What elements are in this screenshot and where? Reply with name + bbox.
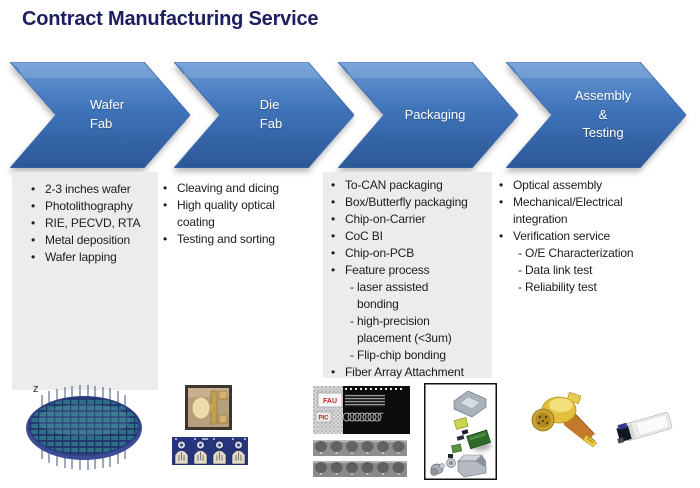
list-item: High quality optical coating — [160, 197, 300, 231]
list-subitem: - Flip-chip bonding — [350, 348, 446, 362]
list-item: Feature process — [328, 262, 490, 279]
page-title: Contract Manufacturing Service — [22, 8, 319, 30]
stage-list-die-fab: Cleaving and dicing High quality optical… — [160, 180, 300, 248]
list-item: Optical assembly — [496, 177, 676, 194]
die-microscope-image — [185, 385, 232, 430]
laser-diode-bar-image — [172, 437, 248, 465]
list-subitem: - Data link test — [518, 263, 593, 277]
chevron-arrow-icon — [506, 62, 686, 168]
chevron-arrow-icon — [338, 62, 518, 168]
list-item: Verification service — [496, 228, 676, 245]
list-subitem: - laser assisted bonding — [350, 280, 429, 311]
list-subitem: - Reliability test — [518, 280, 597, 294]
list-item: To-CAN packaging — [328, 177, 490, 194]
list-subitem: - O/E Characterization — [518, 246, 634, 260]
list-item: Cleaving and dicing — [160, 180, 300, 197]
stage-list-wafer-fab: 2-3 inches wafer Photolithography RIE, P… — [28, 181, 156, 266]
list-item: Chip-on-Carrier — [328, 211, 490, 228]
list-item: Wafer lapping — [28, 249, 156, 266]
stage-label: Die Fab — [259, 97, 283, 131]
list-item: Fiber Array Attachment — [328, 364, 490, 381]
fau-label: FAU — [323, 398, 337, 405]
list-item: Box/Butterfly packaging — [328, 194, 490, 211]
lens-array-strip-image — [313, 461, 407, 477]
list-item: Metal deposition — [28, 232, 156, 249]
list-item: Testing and sorting — [160, 231, 300, 248]
stage-list-packaging: To-CAN packaging Box/Butterfly packaging… — [328, 177, 490, 381]
fau-pic-micrograph-image: FAU PIC — [313, 386, 410, 434]
stage-list-assembly-testing: Optical assembly Mechanical/Electrical i… — [496, 177, 676, 296]
list-item: Photolithography — [28, 198, 156, 215]
stage-label: Assembly & Testing — [574, 87, 632, 141]
stage-chevron-assembly-testing: Assembly & Testing — [506, 62, 686, 168]
wafer-axis-label: z — [33, 383, 39, 395]
wafer-image — [22, 382, 152, 474]
pic-label: PIC — [318, 416, 329, 422]
stage-label: Wafer Fab — [89, 97, 125, 131]
list-item: CoC BI — [328, 228, 490, 245]
list-subitem: - high-precision placement (<3um) — [350, 314, 452, 345]
list-item: 2-3 inches wafer — [28, 181, 156, 198]
stage-chevron-packaging: Packaging — [338, 62, 518, 168]
to-can-flex-image — [530, 392, 600, 448]
list-item: Chip-on-PCB — [328, 245, 490, 262]
stage-chevron-wafer-fab: Wafer Fab — [10, 62, 190, 168]
chevron-arrow-icon — [174, 62, 354, 168]
chevron-arrow-icon — [10, 62, 190, 168]
list-item: Mechanical/Electrical integration — [496, 194, 676, 228]
exploded-assembly-image — [424, 383, 497, 480]
stage-label: Packaging — [404, 106, 466, 122]
lens-array-strip-image — [313, 440, 407, 456]
sfp-transceiver-image — [613, 407, 675, 447]
list-item: RIE, PECVD, RTA — [28, 215, 156, 232]
stage-chevron-die-fab: Die Fab — [174, 62, 354, 168]
